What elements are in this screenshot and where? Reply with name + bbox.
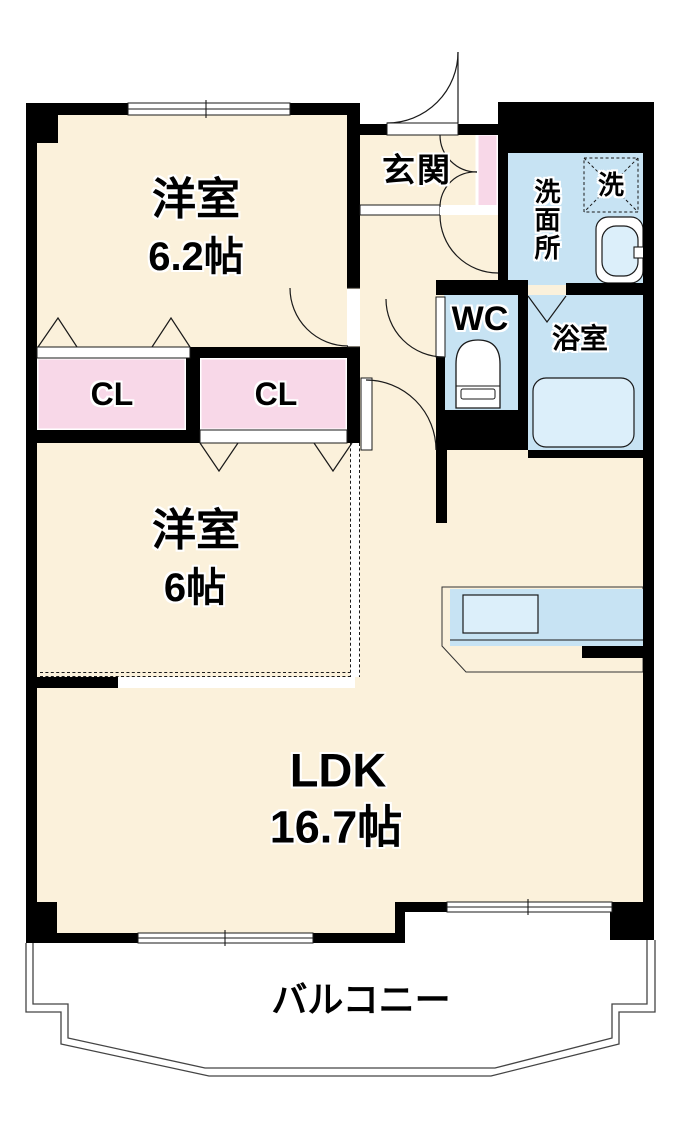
folding-door-marks [37, 295, 567, 473]
fixtures [455, 157, 647, 448]
wall-top-left-segment [26, 103, 128, 115]
wall-top-mid-segment [290, 103, 360, 115]
window-top [127, 100, 291, 118]
door-opening-washroom [440, 205, 498, 215]
wall-genkan-top-right [458, 124, 500, 135]
entrance-door-arc [386, 51, 459, 124]
wc-door-arc [385, 298, 445, 358]
wall-bottom-left-segment [26, 933, 138, 943]
entrance-threshold [386, 122, 459, 136]
wall-bathroom-bottom [528, 450, 654, 458]
wall-washroom-left [498, 153, 508, 295]
toilet-icon [455, 339, 501, 409]
ldk-door-arc [365, 379, 437, 451]
room-label-wc: WC [451, 300, 509, 338]
wall-block-top-right [498, 102, 654, 153]
closet2-label: CL [254, 376, 298, 412]
wall-closet2-top [186, 347, 347, 358]
partition-western2-ldk [40, 443, 360, 688]
closet1-fold-mark-left [37, 316, 78, 348]
floor-center-column [360, 124, 498, 943]
room-size-western2: 6帖 [163, 566, 227, 610]
bathtub-icon [532, 377, 635, 448]
room-label-western2: 洋室 [152, 506, 240, 555]
closet1-label: CL [90, 376, 134, 412]
ldk-door [360, 377, 437, 451]
wall-closet-divider [186, 358, 200, 443]
door-opening-western1 [347, 287, 360, 348]
wall-kitchen-stub [582, 646, 643, 658]
ldk-door-leaf [360, 377, 373, 451]
wall-western2-bottom-segment [37, 677, 118, 688]
wall-right-outer [643, 153, 654, 913]
shoe-cabinet-door-arc-lower [439, 171, 478, 208]
windows-openings [36, 100, 613, 946]
wall-wc-right [518, 287, 528, 410]
wall-western1-right-upper [347, 103, 360, 288]
washroom-door-arc [439, 214, 499, 274]
room-label-bathroom: 浴室 [551, 323, 609, 354]
closet2-opening [199, 429, 348, 444]
door-arcs [289, 51, 499, 451]
room-label-ldk: LDK [289, 743, 387, 797]
balcony-label: バルコニー [271, 979, 451, 1020]
room-size-western1: 6.2帖 [148, 235, 244, 279]
wc-door-leaf [435, 296, 446, 358]
genkan-step [359, 204, 441, 216]
room-label-genkan: 玄関 [382, 151, 452, 189]
closet2-fold-mark-right [313, 442, 353, 473]
walls [26, 102, 654, 943]
closet1-fold-mark-right [151, 316, 191, 348]
wall-wc-left [436, 357, 445, 410]
floor-left-column [26, 103, 360, 943]
wall-bottom-step [395, 902, 405, 943]
wall-closet1-bottom [26, 430, 190, 443]
washbasin-icon [595, 216, 647, 284]
balcony-outline [25, 940, 656, 1077]
room-label-washroom: 洗面所 [531, 178, 561, 262]
wall-corner-bottom-right [610, 912, 654, 940]
laundry-pan-label: 洗 [597, 170, 625, 200]
wall-genkan-top-left [360, 124, 387, 135]
wall-left-outer [26, 103, 37, 943]
kitchen-counter [441, 586, 644, 673]
washing-machine-icon [583, 157, 639, 213]
wall-wc-top [436, 280, 528, 295]
western1-door-arc [289, 287, 349, 347]
room-label-western1: 洋室 [152, 175, 240, 224]
wall-western1-right-lower [347, 347, 360, 443]
wall-hall-right-lower [436, 450, 447, 523]
bathroom-door-mark [527, 295, 567, 324]
closet2-fold-mark-left [199, 442, 239, 473]
wall-washroom-bottom-right [566, 283, 643, 295]
window-bottom-left [137, 930, 314, 946]
wall-bottom-right-segment-b [612, 902, 654, 912]
shoe-cabinet [475, 132, 500, 209]
wall-bottom-right-segment-a [405, 902, 447, 912]
window-bottom-right [446, 899, 613, 915]
wall-block-below-wc [436, 410, 528, 450]
wall-bottom-mid-segment [313, 933, 405, 943]
shoe-cabinet-door-arc-upper [439, 134, 478, 173]
kitchen-sink-icon [462, 594, 539, 634]
closet1-opening [36, 346, 191, 359]
room-size-ldk: 16.7帖 [269, 801, 403, 853]
